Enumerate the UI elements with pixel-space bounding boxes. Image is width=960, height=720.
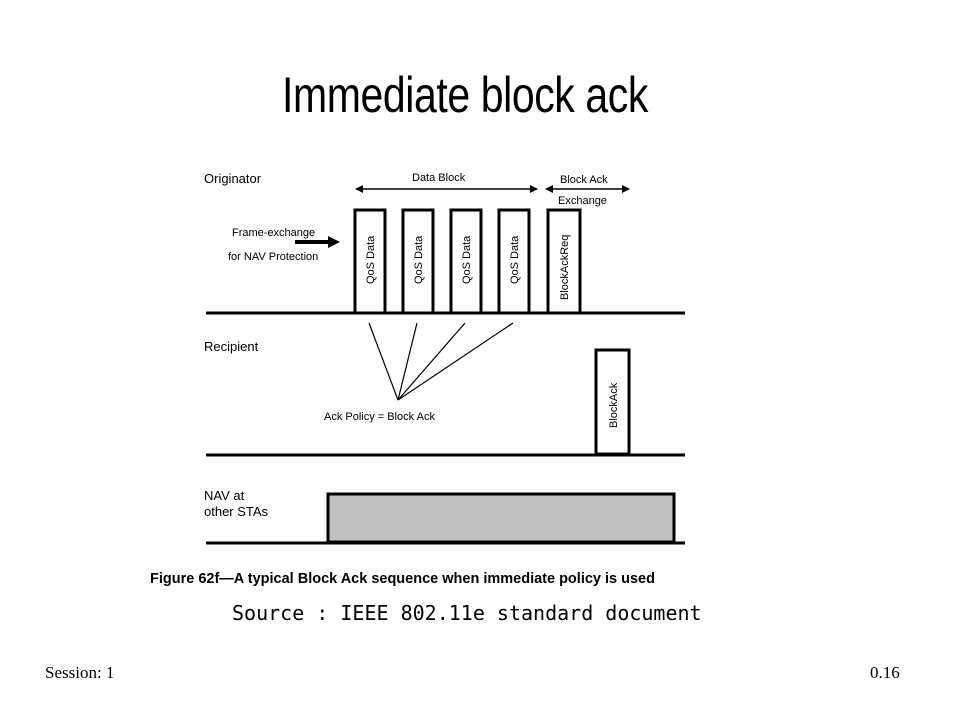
- ack-policy-lines: [368, 322, 514, 401]
- slide-title: Immediate block ack: [282, 67, 648, 123]
- originator-frame-block-ack-req: BlockAckReq: [546, 208, 582, 315]
- recipient-frame-block-ack: BlockAck: [594, 348, 631, 456]
- nav-label-line2: other STAs: [204, 504, 269, 519]
- frame-label: QoS Data: [509, 235, 521, 284]
- figure-caption: Figure 62f—A typical Block Ack sequence …: [150, 571, 655, 587]
- recipient-label: Recipient: [204, 339, 259, 354]
- frame-label: BlockAckReq: [559, 235, 571, 300]
- frame-label: QoS Data: [461, 235, 473, 284]
- nav-label-line1: NAV at: [204, 488, 245, 503]
- frame-exchange-arrow: [295, 236, 340, 248]
- originator-label: Originator: [204, 171, 262, 186]
- block-ack-exchange-label-line2: Exchange: [558, 195, 607, 207]
- nav-duration-bar: [326, 492, 676, 544]
- originator-frame-1: QoS Data: [353, 208, 387, 315]
- slide-number: 0.16: [870, 663, 900, 682]
- frame-label: BlockAck: [608, 382, 620, 428]
- session-footer: Session: 1: [45, 663, 115, 682]
- originator-frame-2: QoS Data: [401, 208, 435, 315]
- frame-exchange-label-line1: Frame-exchange: [232, 227, 315, 239]
- source-citation: Source : IEEE 802.11e standard document: [232, 601, 702, 625]
- ack-policy-label: Ack Policy = Block Ack: [324, 411, 435, 423]
- frame-label: QoS Data: [365, 235, 377, 284]
- originator-frame-3: QoS Data: [449, 208, 483, 315]
- frame-exchange-label-line2: for NAV Protection: [228, 251, 318, 263]
- frame-label: QoS Data: [413, 235, 425, 284]
- block-ack-exchange-label-line1: Block Ack: [560, 174, 608, 186]
- data-block-label: Data Block: [412, 172, 466, 184]
- originator-frame-4: QoS Data: [497, 208, 531, 315]
